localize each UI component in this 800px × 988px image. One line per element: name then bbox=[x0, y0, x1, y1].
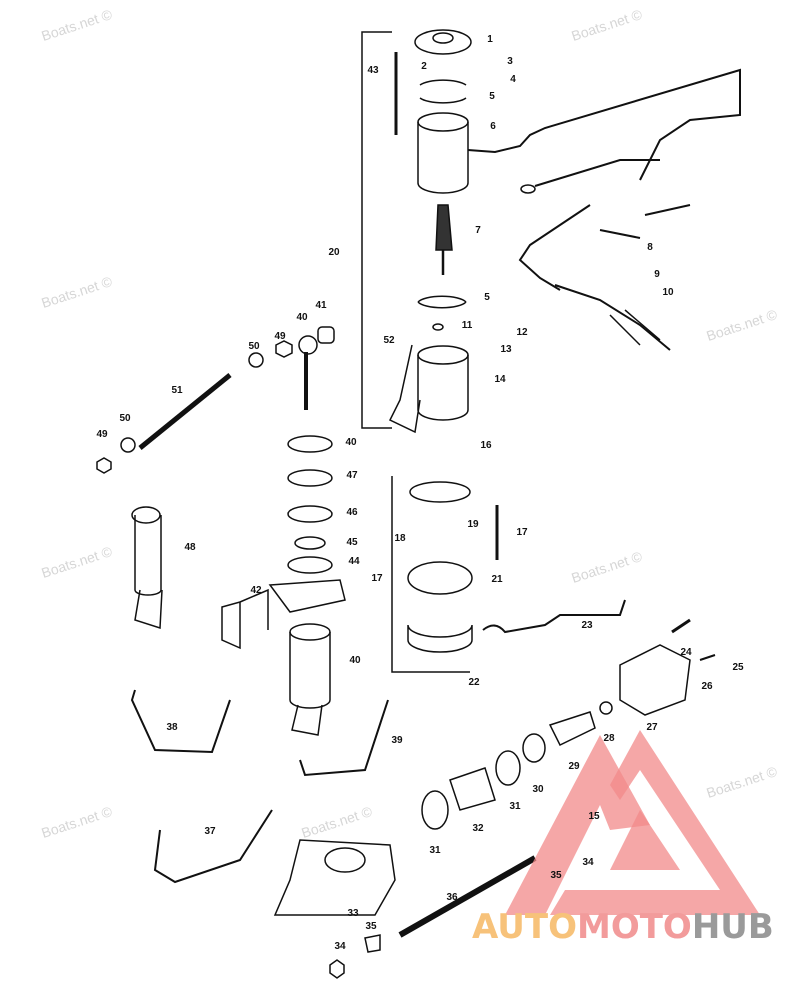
callout-number: 5 bbox=[484, 292, 490, 303]
callout-number: 5 bbox=[489, 91, 495, 102]
ring-part bbox=[417, 295, 467, 309]
callout-number: 34 bbox=[582, 857, 594, 868]
callout-number: 14 bbox=[494, 374, 506, 385]
shaft-part bbox=[138, 373, 232, 450]
motor-frame bbox=[417, 122, 469, 194]
callout-number: 27 bbox=[646, 722, 658, 733]
callout-number: 41 bbox=[315, 300, 327, 311]
callout-number: 17 bbox=[516, 527, 528, 538]
callout-number: 39 bbox=[391, 735, 403, 746]
callout-number: 21 bbox=[491, 574, 503, 585]
callout-number: 46 bbox=[346, 507, 358, 518]
group-bracket-17 bbox=[391, 476, 470, 673]
armature-part bbox=[435, 204, 453, 251]
logo-moto: MOTO bbox=[576, 907, 692, 947]
tube-37 bbox=[153, 809, 273, 884]
callout-number: 24 bbox=[680, 647, 692, 658]
ring-part bbox=[419, 79, 467, 104]
callout-number: 18 bbox=[394, 533, 406, 544]
callout-number: 42 bbox=[250, 585, 262, 596]
pin-36 bbox=[398, 855, 537, 938]
tube-23 bbox=[482, 599, 626, 634]
callout-number: 6 bbox=[490, 121, 496, 132]
callout-number: 9 bbox=[654, 269, 660, 280]
callout-number: 12 bbox=[516, 327, 528, 338]
logo-hub: HUB bbox=[691, 907, 774, 947]
end-cap-part bbox=[414, 29, 472, 55]
callout-number: 16 bbox=[480, 440, 492, 451]
callout-number: 17 bbox=[371, 573, 383, 584]
callout-number: 13 bbox=[500, 344, 512, 355]
o-ring-21 bbox=[407, 561, 473, 595]
logo-auto: AUTO bbox=[472, 907, 577, 947]
tube-39 bbox=[299, 699, 389, 777]
bushing-part bbox=[317, 326, 335, 344]
callout-number: 2 bbox=[421, 61, 427, 72]
callout-number: 43 bbox=[367, 65, 379, 76]
callout-number: 28 bbox=[603, 733, 615, 744]
callout-number: 19 bbox=[467, 519, 479, 530]
callout-number: 36 bbox=[446, 892, 458, 903]
callout-number: 38 bbox=[166, 722, 178, 733]
callout-number: 44 bbox=[348, 556, 360, 567]
callout-number: 10 bbox=[662, 287, 674, 298]
callout-number: 35 bbox=[365, 921, 377, 932]
callout-number: 15 bbox=[588, 811, 600, 822]
callout-number: 4 bbox=[510, 74, 516, 85]
automotohub-logo: AUTOMOTOHUB bbox=[472, 910, 774, 944]
callout-number: 51 bbox=[171, 385, 183, 396]
callout-number: 22 bbox=[468, 677, 480, 688]
callout-number: 33 bbox=[347, 908, 359, 919]
callout-number: 3 bbox=[507, 56, 513, 67]
callout-number: 48 bbox=[184, 542, 196, 553]
callout-number: 37 bbox=[204, 826, 216, 837]
callout-number: 31 bbox=[509, 801, 521, 812]
tube-38 bbox=[130, 689, 231, 754]
wire-harness bbox=[467, 68, 741, 181]
trim-cylinder bbox=[134, 515, 162, 596]
callout-number: 20 bbox=[328, 247, 340, 258]
callout-number: 49 bbox=[274, 331, 286, 342]
bracket-part bbox=[221, 588, 269, 650]
callout-number: 8 bbox=[647, 242, 653, 253]
callout-number: 49 bbox=[96, 429, 108, 440]
callout-number: 40 bbox=[345, 437, 357, 448]
callout-number: 30 bbox=[532, 784, 544, 795]
callout-number: 32 bbox=[472, 823, 484, 834]
callout-number: 1 bbox=[487, 34, 493, 45]
callout-number: 34 bbox=[334, 941, 346, 952]
callout-number: 26 bbox=[701, 681, 713, 692]
callout-number: 25 bbox=[732, 662, 744, 673]
callout-number: 45 bbox=[346, 537, 358, 548]
group-bracket-20 bbox=[361, 31, 392, 429]
callout-number: 50 bbox=[248, 341, 260, 352]
callout-number: 31 bbox=[429, 845, 441, 856]
wire-leads bbox=[518, 204, 691, 351]
mount-33 bbox=[273, 839, 396, 916]
valve-body-27 bbox=[619, 644, 691, 716]
callout-number: 35 bbox=[550, 870, 562, 881]
callout-number: 23 bbox=[581, 620, 593, 631]
callout-number: 50 bbox=[119, 413, 131, 424]
callout-number: 40 bbox=[296, 312, 308, 323]
sleeve-32 bbox=[449, 767, 496, 811]
callout-number: 11 bbox=[461, 320, 473, 331]
callout-number: 40 bbox=[349, 655, 361, 666]
callout-number: 29 bbox=[568, 761, 580, 772]
end-housing bbox=[417, 355, 469, 421]
callout-number: 52 bbox=[383, 335, 395, 346]
callout-number: 47 bbox=[346, 470, 358, 481]
callout-number: 7 bbox=[475, 225, 481, 236]
